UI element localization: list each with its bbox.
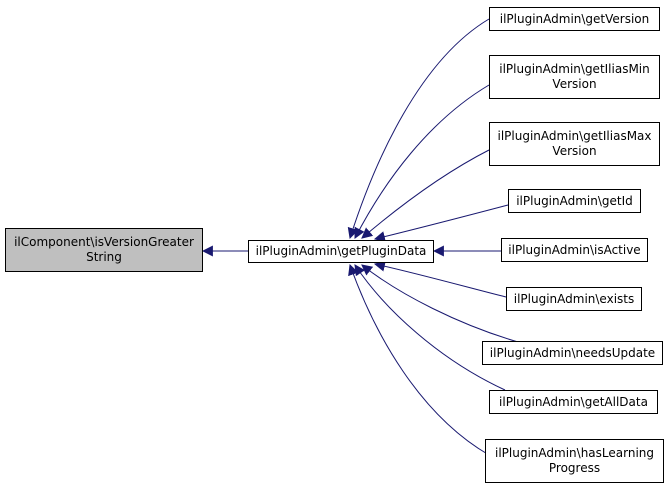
node-get-id[interactable]: ilPluginAdmin\getId (508, 189, 641, 213)
node-has-learning-progress[interactable]: ilPluginAdmin\hasLearning Progress (485, 439, 664, 483)
node-exists[interactable]: ilPluginAdmin\exists (506, 287, 642, 311)
node-is-active[interactable]: ilPluginAdmin\isActive (501, 238, 648, 262)
node-label: String (86, 250, 122, 264)
node-get-all-data[interactable]: ilPluginAdmin\getAllData (489, 390, 658, 414)
node-label: ilPluginAdmin\getPluginData (255, 244, 427, 258)
node-is-version-greater-string[interactable]: ilComponent\isVersionGreater String (5, 228, 203, 272)
edge-get-id-to-get-plugin-data (373, 204, 509, 242)
node-label: ilPluginAdmin\getAllData (499, 394, 648, 409)
node-get-ilias-min-version[interactable]: ilPluginAdmin\getIliasMin Version (489, 55, 660, 99)
edge-needs-update-to-get-plugin-data (361, 264, 519, 343)
node-label: ilPluginAdmin\getIliasMin (499, 62, 650, 76)
node-label: ilPluginAdmin\needsUpdate (489, 345, 656, 360)
edge-get-ilias-min-version-to-get-plugin-data (354, 84, 490, 239)
edge-get-version-to-get-plugin-data (347, 18, 490, 240)
node-label: ilPluginAdmin\getIliasMax (497, 129, 652, 143)
edge-get-ilias-max-version-to-get-plugin-data (361, 149, 490, 239)
node-get-version[interactable]: ilPluginAdmin\getVersion (489, 7, 660, 31)
node-label: Version (552, 77, 597, 91)
node-label: Version (552, 144, 597, 158)
node-get-ilias-max-version[interactable]: ilPluginAdmin\getIliasMax Version (489, 122, 660, 166)
edge-exists-to-get-plugin-data (373, 260, 507, 298)
node-needs-update[interactable]: ilPluginAdmin\needsUpdate (482, 341, 663, 365)
edge-get-all-data-to-get-plugin-data (354, 264, 506, 391)
node-label: ilPluginAdmin\getVersion (499, 11, 650, 26)
node-label: ilPluginAdmin\exists (513, 291, 635, 306)
edge-has-learning-progress-to-get-plugin-data (348, 263, 490, 456)
node-get-plugin-data[interactable]: ilPluginAdmin\getPluginData (248, 240, 434, 263)
node-label: ilPluginAdmin\getId (516, 193, 633, 208)
node-label: ilPluginAdmin\isActive (508, 242, 641, 257)
node-label: ilComponent\isVersionGreater (14, 235, 194, 249)
node-label: Progress (548, 461, 601, 475)
node-label: ilPluginAdmin\hasLearning (495, 446, 654, 460)
